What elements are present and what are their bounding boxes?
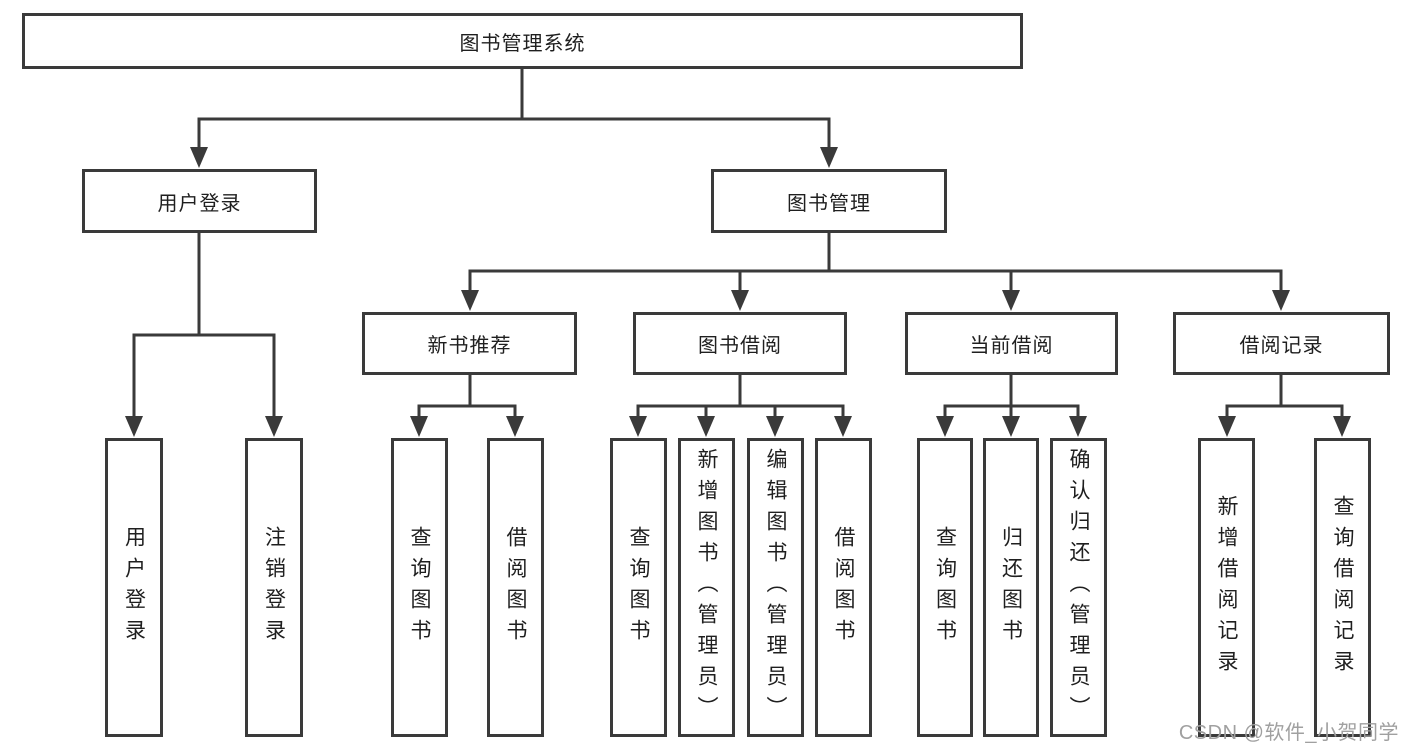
arrow-down-icon — [766, 416, 784, 437]
leaf-query-books-current: 查询图书 — [917, 438, 973, 737]
leaf-user-login: 用户登录 — [105, 438, 163, 737]
node-label: 新书推荐 — [427, 335, 512, 357]
leaf-return-books: 归还图书 — [983, 438, 1039, 737]
node-label: 查询图书 — [933, 525, 957, 650]
leaf-query-books-borrowing: 查询图书 — [610, 438, 667, 737]
leaf-add-borrow-record: 新增借阅记录 — [1198, 438, 1255, 737]
connector-book-management-children — [461, 233, 1290, 311]
arrow-down-icon — [834, 416, 852, 437]
connector-borrowing-records-children — [1218, 375, 1351, 437]
node-label: 图书管理 — [787, 192, 871, 215]
arrow-down-icon — [1218, 416, 1236, 437]
leaf-logout: 注销登录 — [245, 438, 303, 737]
leaf-add-books-admin: 新增图书（管理员） — [678, 438, 735, 737]
arrow-down-icon — [1002, 416, 1020, 437]
node-label: 新增图书（管理员） — [695, 448, 718, 727]
node-label: 图书借阅 — [698, 335, 782, 357]
leaf-query-borrow-record: 查询借阅记录 — [1314, 438, 1371, 737]
arrow-down-icon — [1333, 416, 1351, 437]
arrow-down-icon — [936, 416, 954, 437]
node-label: 查询借阅记录 — [1331, 494, 1354, 681]
node-label: 借阅图书 — [832, 525, 855, 650]
node-library-system: 图书管理系统 — [22, 13, 1023, 69]
arrow-down-icon — [731, 290, 749, 311]
leaf-query-books-recommend: 查询图书 — [391, 438, 448, 737]
node-book-borrowing: 图书借阅 — [633, 312, 847, 375]
watermark: CSDN @软件_小贺同学 — [1178, 722, 1399, 744]
arrow-down-icon — [506, 416, 524, 437]
node-label: 用户登录 — [122, 525, 146, 650]
connector-book-borrowing-children — [629, 375, 852, 437]
arrow-down-icon — [629, 416, 647, 437]
arrow-down-icon — [410, 416, 428, 437]
arrow-down-icon — [265, 416, 283, 437]
node-label: 图书管理系统 — [459, 32, 586, 55]
arrow-down-icon — [697, 416, 715, 437]
leaf-confirm-return-admin: 确认归还（管理员） — [1050, 438, 1107, 737]
leaf-borrow-books: 借阅图书 — [815, 438, 872, 737]
node-label: 归还图书 — [999, 525, 1023, 650]
node-label: 用户登录 — [157, 192, 242, 215]
arrow-down-icon — [1069, 416, 1087, 437]
node-label: 借阅记录 — [1239, 335, 1324, 357]
node-label: 查询图书 — [408, 525, 431, 650]
node-borrowing-records: 借阅记录 — [1173, 312, 1390, 375]
node-label: 注销登录 — [262, 525, 286, 650]
node-new-book-recommend: 新书推荐 — [362, 312, 577, 375]
node-label: 确认归还（管理员） — [1067, 448, 1090, 727]
arrow-down-icon — [1272, 290, 1290, 311]
connector-user-login-children — [125, 233, 283, 437]
node-label: 借阅图书 — [504, 525, 527, 650]
arrow-down-icon — [461, 290, 479, 311]
arrow-down-icon — [820, 147, 838, 168]
node-user-login: 用户登录 — [82, 169, 317, 233]
node-book-management: 图书管理 — [711, 169, 947, 233]
connector-new-book-recommend-children — [410, 375, 524, 437]
node-current-borrowing: 当前借阅 — [905, 312, 1118, 375]
arrow-down-icon — [125, 416, 143, 437]
connector-root-to-level2 — [190, 69, 838, 168]
node-label: 查询图书 — [627, 525, 650, 650]
node-label: 新增借阅记录 — [1215, 494, 1238, 681]
node-label: 当前借阅 — [969, 335, 1054, 357]
arrow-down-icon — [1002, 290, 1020, 311]
leaf-borrow-books-recommend: 借阅图书 — [487, 438, 544, 737]
leaf-edit-books-admin: 编辑图书（管理员） — [747, 438, 804, 737]
connector-current-borrowing-children — [936, 375, 1087, 437]
node-label: 编辑图书（管理员） — [764, 448, 787, 727]
arrow-down-icon — [190, 147, 208, 168]
